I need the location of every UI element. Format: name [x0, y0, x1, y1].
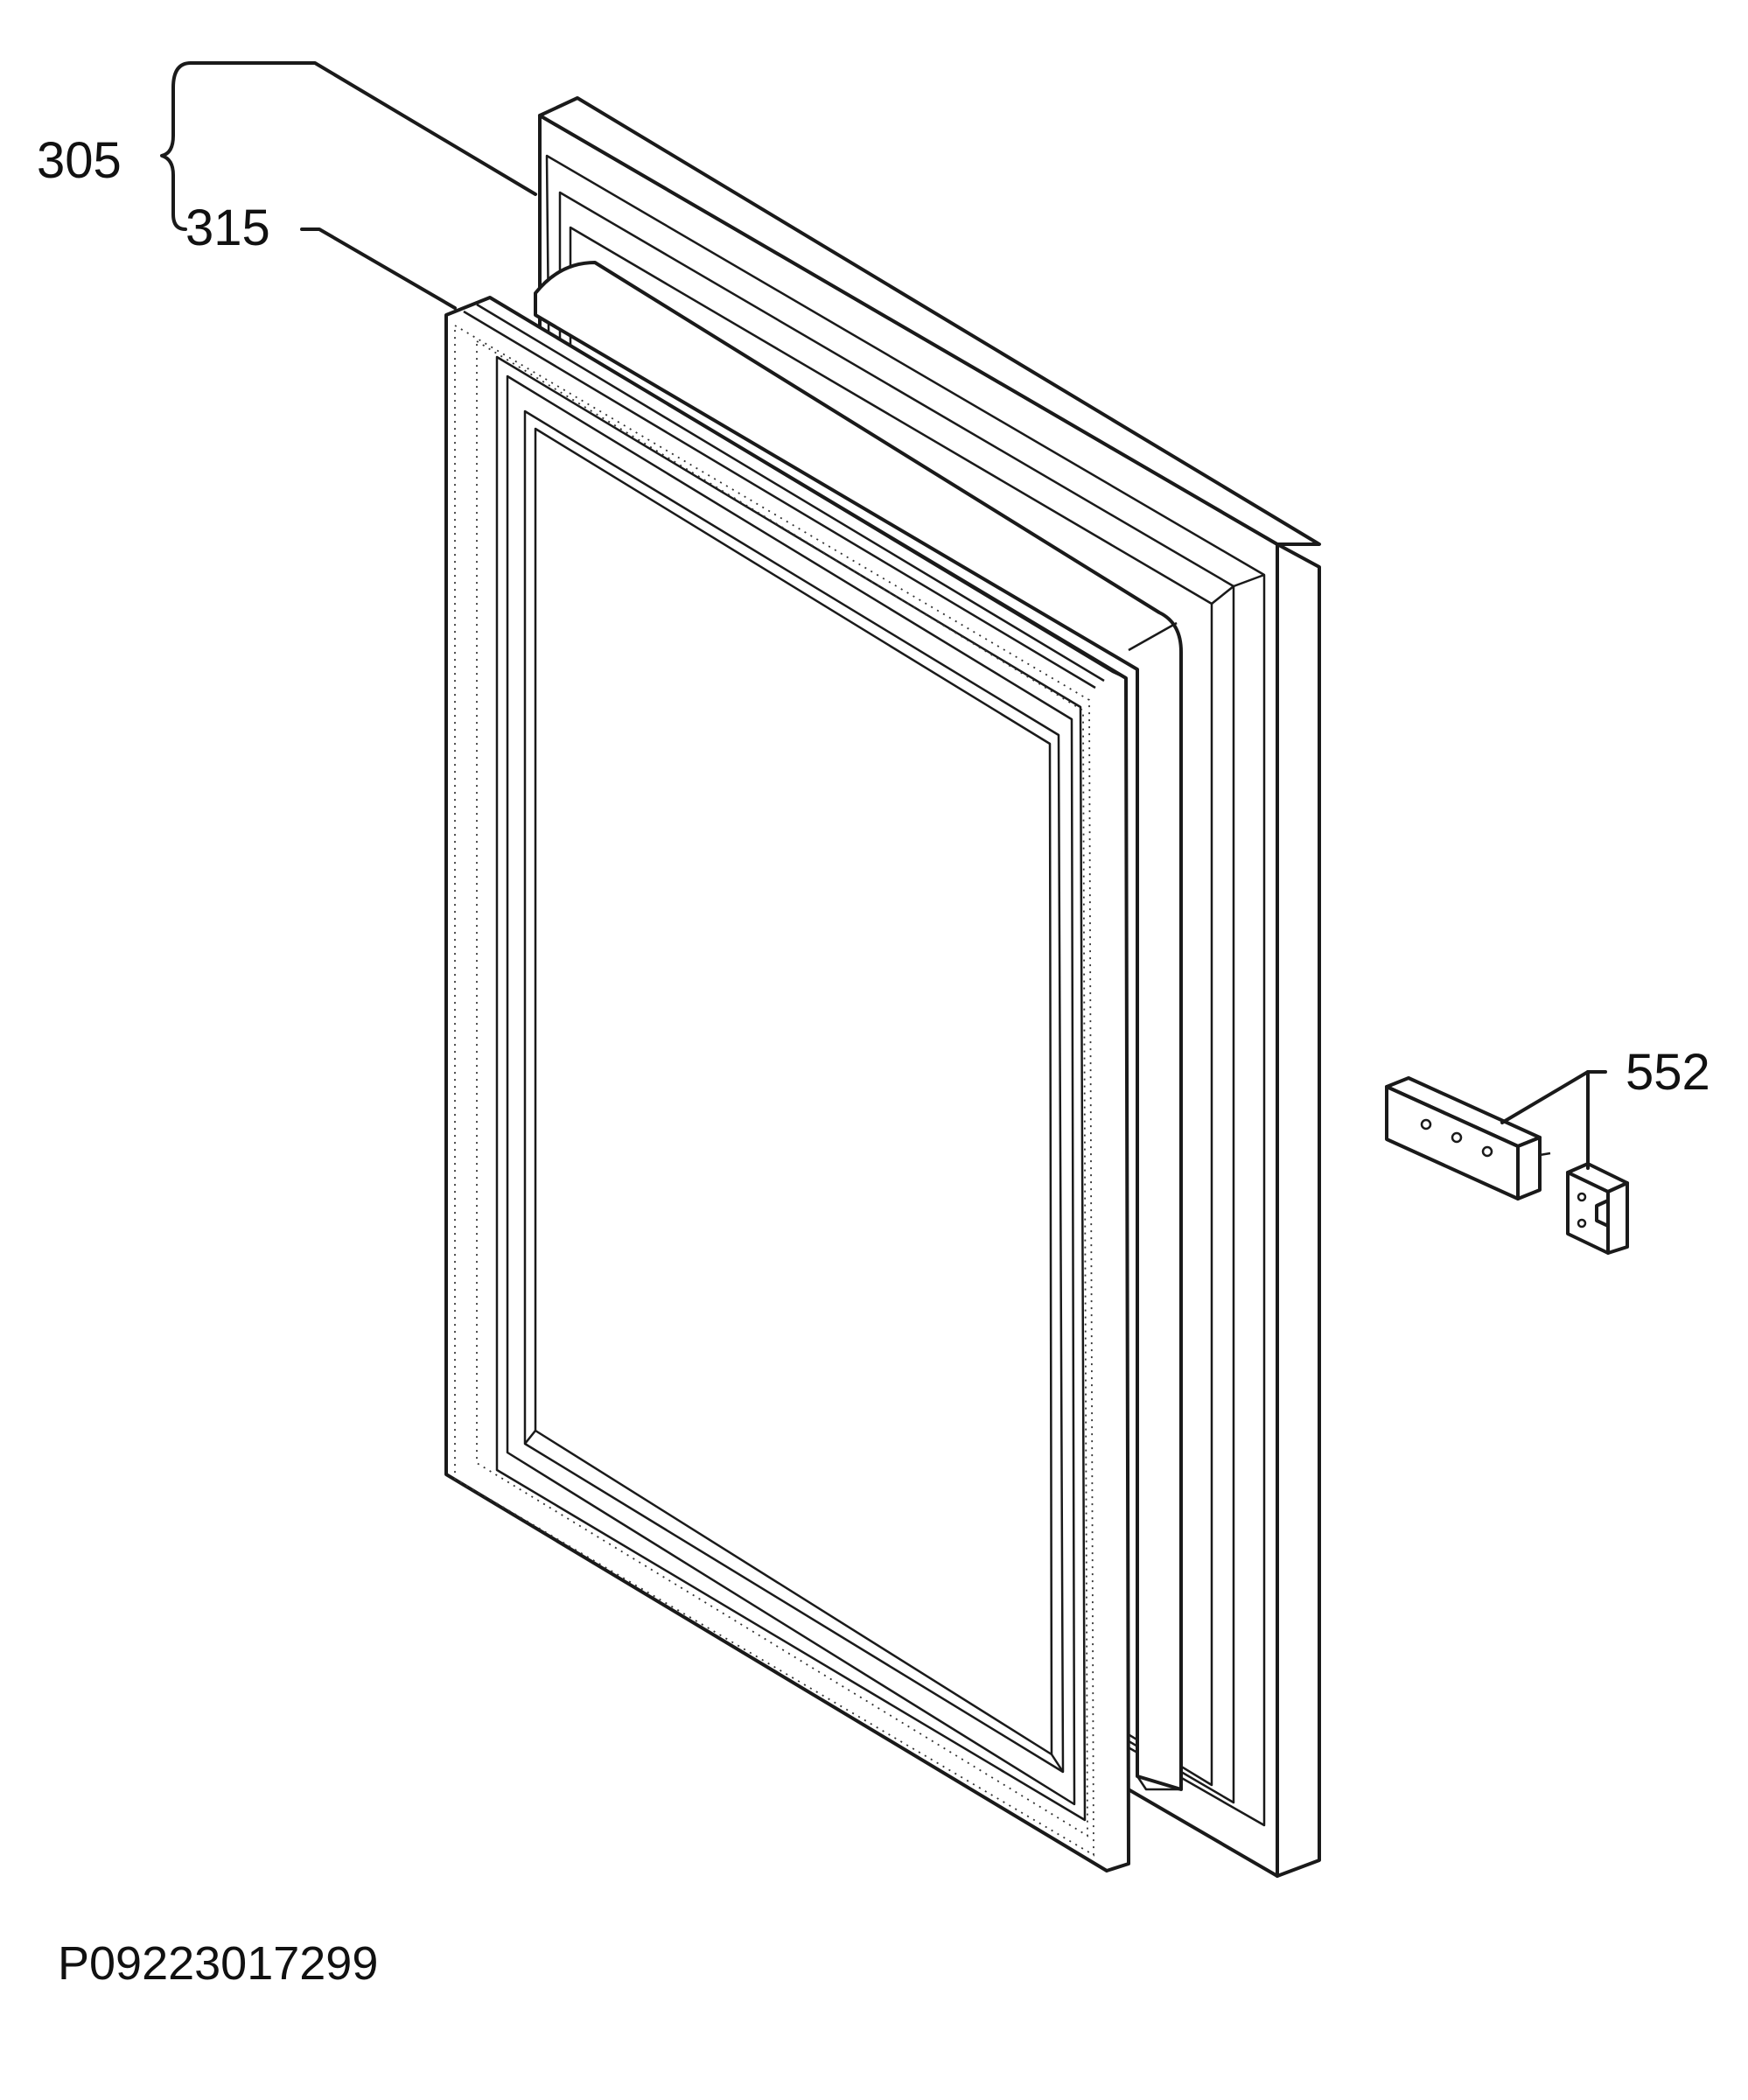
door-inner-liner — [534, 261, 1183, 1791]
callout-315: 315 — [185, 200, 270, 256]
hinge-bracket-plate — [1385, 1076, 1551, 1200]
drawing-code: P09223017299 — [58, 1937, 378, 1990]
hinge-bracket-clip — [1566, 1162, 1629, 1255]
callout-305: 305 — [37, 132, 122, 189]
callout-552: 552 — [1626, 1044, 1710, 1101]
door-gasket — [444, 296, 1130, 1872]
leader-lines — [160, 61, 1607, 1170]
